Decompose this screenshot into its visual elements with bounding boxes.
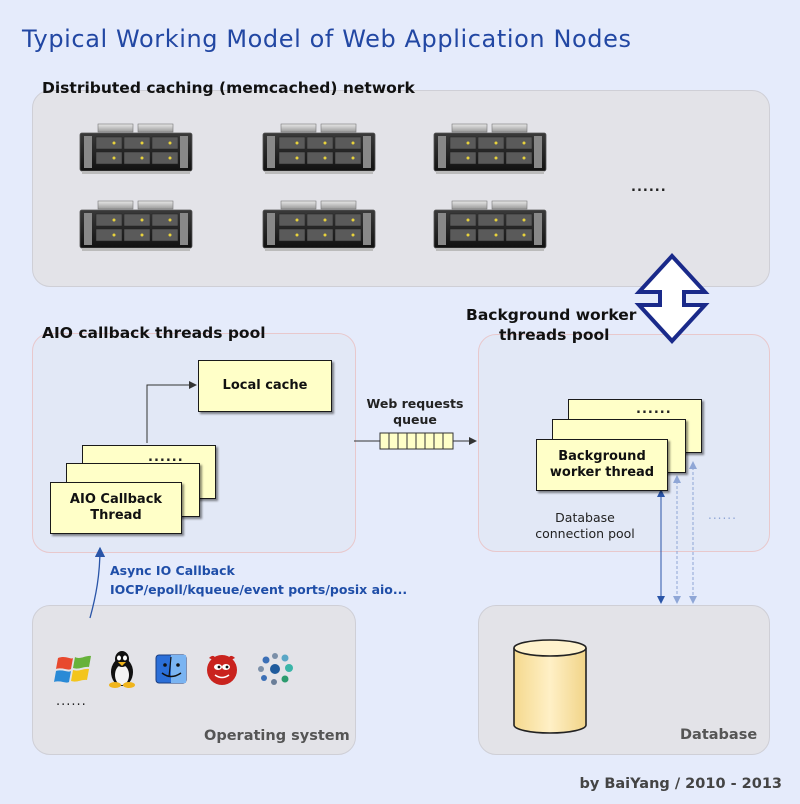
db-connection-ellipsis: ...... [708, 508, 737, 522]
freebsd-daemon-icon [207, 655, 237, 685]
worker-thread-label-1: Background [558, 449, 646, 464]
db-connection-pool-label-1: Database [555, 510, 615, 525]
opensolaris-logo-icon [258, 653, 293, 685]
mac-finder-icon [155, 654, 187, 684]
memcached-server-5 [262, 200, 376, 252]
request-queue [379, 432, 454, 450]
local-cache-box: Local cache [198, 360, 332, 412]
cache-network-ellipsis: ...... [631, 180, 667, 195]
memcached-server-6 [433, 200, 547, 252]
background-worker-thread-box: Background worker thread [536, 439, 668, 491]
aio-thread-ellipsis: ...... [148, 450, 184, 465]
worker-thread-label-2: worker thread [549, 465, 655, 480]
worker-thread-ellipsis: ...... [636, 402, 672, 417]
async-callback-label-1: Async IO Callback [110, 563, 235, 578]
async-callback-arrow [89, 546, 106, 619]
async-callback-label: Async IO Callback IOCP/epoll/kqueue/even… [110, 561, 407, 599]
cache-double-arrow [634, 253, 710, 344]
queue-label-2: queue [393, 412, 437, 427]
author-credit: by BaiYang / 2010 - 2013 [579, 776, 782, 792]
os-ellipsis: ...... [56, 694, 87, 709]
memcached-server-3 [433, 123, 547, 175]
database-label: Database [680, 727, 758, 743]
os-label: Operating system [204, 728, 350, 744]
aio-thread-label-2: Thread [90, 508, 142, 523]
aio-pool-label: AIO callback threads pool [42, 324, 266, 342]
db-connection-pool-label-2: connection pool [535, 526, 635, 541]
queue-label: Web requests queue [360, 396, 470, 428]
database-cylinder [513, 639, 587, 734]
memcached-server-1 [79, 123, 193, 175]
worker-pool-label-2: threads pool [499, 326, 610, 344]
diagram-title: Typical Working Model of Web Application… [22, 25, 632, 53]
worker-pool-label-1: Background worker [466, 306, 637, 324]
aio-callback-thread-box: AIO Callback Thread [50, 482, 182, 534]
queue-label-1: Web requests [366, 396, 464, 411]
windows-logo-icon [54, 655, 91, 683]
local-cache-connector [146, 381, 197, 443]
memcached-server-2 [262, 123, 376, 175]
os-panel [32, 605, 356, 755]
worker-pool-label: Background worker threads pool [466, 305, 636, 345]
cache-network-label: Distributed caching (memcached) network [42, 79, 415, 97]
db-connection-pool-label: Database connection pool [530, 510, 640, 542]
local-cache-label: Local cache [222, 378, 308, 393]
async-callback-label-2: IOCP/epoll/kqueue/event ports/posix aio.… [110, 582, 408, 597]
aio-thread-label-1: AIO Callback [69, 492, 163, 507]
memcached-server-4 [79, 200, 193, 252]
cache-network-panel [32, 90, 770, 287]
linux-tux-icon [109, 651, 135, 688]
